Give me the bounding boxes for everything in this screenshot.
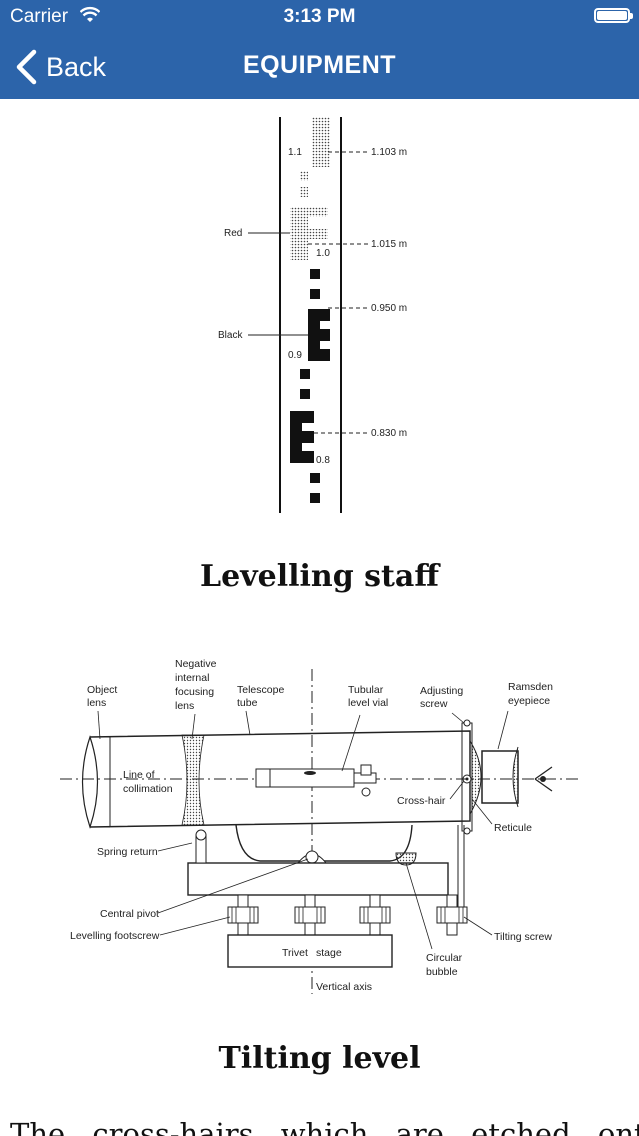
lvl-label-loc-1: Line of bbox=[123, 769, 155, 781]
back-button[interactable]: Back bbox=[14, 48, 106, 86]
caption-levelling-staff: Levelling staff bbox=[200, 559, 439, 594]
levelling-staff-image: 1.1 1.0 0.9 0.8 Red Black 1.103 m 1.015 … bbox=[218, 117, 407, 513]
lvl-label-neg-3: focusing bbox=[175, 686, 214, 698]
staff-reading-0950: 0.950 m bbox=[371, 303, 407, 314]
lvl-label-vial-1: Tubular bbox=[348, 684, 384, 696]
lvl-label-vial-2: level vial bbox=[348, 697, 388, 709]
lvl-label-ram-2: eyepiece bbox=[508, 695, 550, 707]
lvl-label-pivot: Central pivot bbox=[100, 908, 159, 920]
lvl-label-object-1: Object bbox=[87, 684, 117, 696]
lvl-label-bub-1: Circular bbox=[426, 952, 463, 964]
lvl-label-bub-2: bubble bbox=[426, 966, 458, 978]
lvl-label-adj-2: screw bbox=[420, 698, 448, 710]
staff-reading-1103: 1.103 m bbox=[371, 147, 407, 158]
lvl-label-trivet: Trivet bbox=[282, 947, 308, 959]
body-paragraph: The cross-hairs which are etched onto a bbox=[10, 1117, 639, 1136]
navigation-bar: Back EQUIPMENT bbox=[0, 34, 639, 99]
lvl-label-spring: Spring return bbox=[97, 846, 158, 858]
staff-label-1-1: 1.1 bbox=[288, 147, 302, 158]
status-bar: Carrier 3:13 PM bbox=[0, 0, 639, 34]
lvl-label-tele-2: tube bbox=[237, 697, 258, 709]
lvl-label-loc-2: collimation bbox=[123, 783, 173, 795]
page-title: EQUIPMENT bbox=[242, 51, 397, 79]
lvl-label-reticule: Reticule bbox=[494, 822, 532, 834]
lvl-label-stage: stage bbox=[316, 947, 342, 959]
staff-reading-0830: 0.830 m bbox=[371, 428, 407, 439]
wifi-icon bbox=[80, 6, 100, 22]
staff-label-black: Black bbox=[218, 330, 243, 341]
lvl-label-neg-2: internal bbox=[175, 672, 209, 684]
lvl-label-tilting: Tilting screw bbox=[494, 931, 552, 943]
staff-reading-1015: 1.015 m bbox=[371, 239, 407, 250]
staff-label-0-8: 0.8 bbox=[316, 455, 330, 466]
lvl-label-ram-1: Ramsden bbox=[508, 681, 553, 693]
lvl-label-footscrew: Levelling footscrew bbox=[70, 930, 160, 942]
lvl-label-adj-1: Adjusting bbox=[420, 685, 463, 697]
chevron-left-icon bbox=[16, 49, 37, 85]
staff-label-1-0: 1.0 bbox=[316, 248, 330, 259]
lvl-label-neg-4: lens bbox=[175, 700, 194, 712]
staff-label-0-9: 0.9 bbox=[288, 350, 302, 361]
lvl-label-neg-1: Negative bbox=[175, 658, 217, 670]
staff-label-red: Red bbox=[224, 228, 242, 239]
caption-tilting-level: Tilting level bbox=[218, 1041, 421, 1076]
clock: 3:13 PM bbox=[283, 6, 356, 27]
carrier-label: Carrier bbox=[10, 6, 69, 27]
lvl-label-object-2: lens bbox=[87, 697, 106, 709]
content-scroll[interactable]: 1.1 1.0 0.9 0.8 Red Black 1.103 m 1.015 … bbox=[0, 99, 639, 1136]
lvl-label-vaxis: Vertical axis bbox=[316, 981, 372, 993]
battery-icon bbox=[594, 8, 633, 23]
back-label: Back bbox=[46, 51, 107, 82]
lvl-label-tele-1: Telescope bbox=[237, 684, 284, 696]
tilting-level-image: Object lens Negative internal focusing l… bbox=[60, 658, 580, 994]
lvl-label-crosshair: Cross-hair bbox=[397, 795, 446, 807]
